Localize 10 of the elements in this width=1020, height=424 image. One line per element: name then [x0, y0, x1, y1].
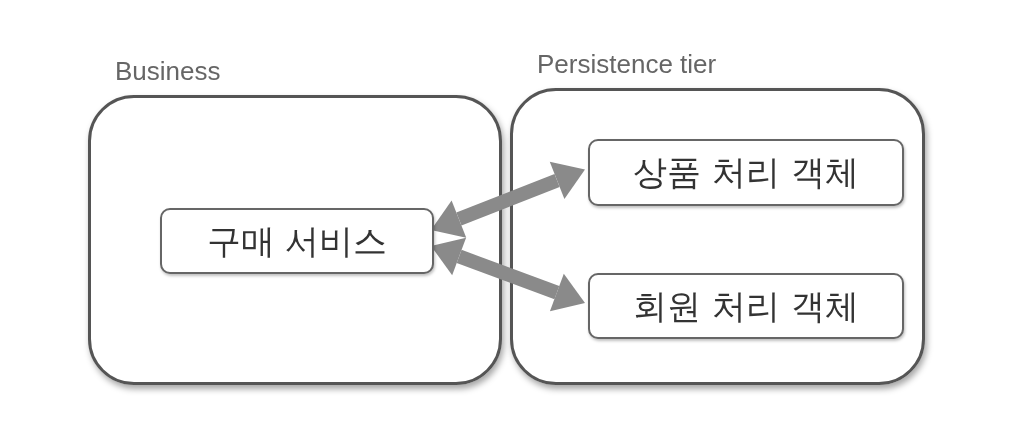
- component-label: 회원 처리 객체: [633, 284, 859, 328]
- component-label: 구매 서비스: [206, 219, 388, 263]
- component-box: [588, 273, 904, 339]
- component-box: [588, 139, 904, 206]
- tier-heading: Persistence tier: [537, 48, 717, 81]
- double-arrow: [431, 161, 585, 238]
- component-box: [160, 208, 434, 274]
- tier-heading: Business: [115, 55, 221, 88]
- component-label: 상품 처리 객체: [633, 151, 859, 194]
- double-arrow: [431, 237, 585, 312]
